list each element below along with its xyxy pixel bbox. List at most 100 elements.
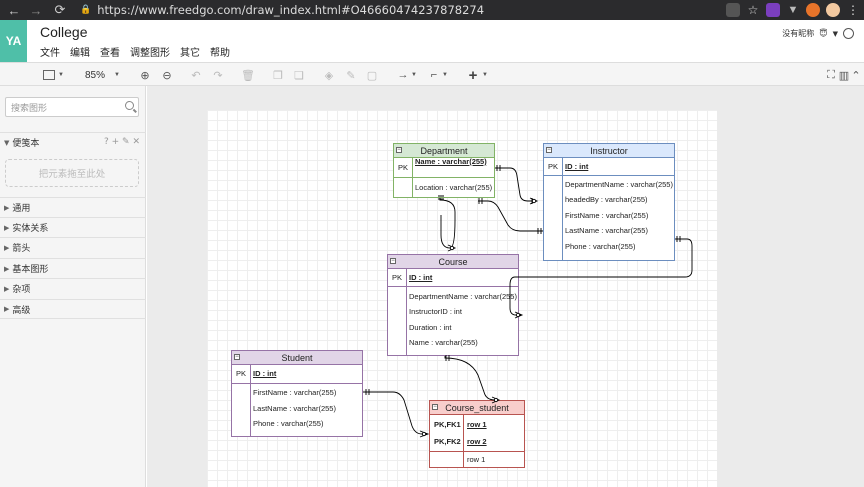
section-entity-relation[interactable]: ▶ 实体关系 — [0, 217, 146, 237]
table-row[interactable]: DepartmentName : varchar(255) — [544, 177, 674, 192]
table-row[interactable]: PK,FK1 row 1 — [430, 417, 524, 432]
browser-bar: ← → ⟳ 🔒 https://www.freedgo.com/draw_ind… — [0, 0, 864, 20]
table-row[interactable]: DepartmentName : varchar(255) — [388, 289, 518, 304]
table-row[interactable]: LastName : varchar(255) — [232, 401, 362, 416]
redo-icon[interactable]: ↷ — [213, 69, 223, 82]
toolbar: ▼ 85% ▼ ⊕ ⊖ ↶ ↷ 🗑 ❐ ❏ ◈ ✎ ▢ → ▼ ⌐ ▼ + ▼ … — [0, 62, 864, 86]
zoom-level[interactable]: 85% — [84, 69, 105, 81]
chevron-down-icon[interactable]: ▼ — [411, 72, 417, 78]
zoom-out-icon[interactable]: ⊖ — [162, 69, 172, 82]
menu-extras[interactable]: 其它 — [180, 48, 200, 59]
chevron-down-icon[interactable]: ▼ — [442, 72, 448, 78]
collapse-icon[interactable]: − — [234, 354, 240, 360]
collapse-icon[interactable]: ⌃ — [851, 69, 861, 82]
format-panel-icon[interactable] — [42, 67, 56, 83]
search-input[interactable]: 搜索图形 — [5, 97, 139, 117]
undo-icon[interactable]: ↶ — [191, 69, 201, 82]
collapse-icon[interactable]: − — [396, 147, 402, 153]
table-row[interactable]: Duration : int — [388, 320, 518, 335]
section-arrows[interactable]: ▶ 箭头 — [0, 237, 146, 257]
shadow-icon[interactable]: ▢ — [366, 69, 378, 82]
to-front-icon[interactable]: ❐ — [273, 69, 283, 82]
table-header[interactable]: − Department — [393, 143, 495, 158]
chevron-down-icon[interactable]: ▼ — [114, 72, 120, 78]
table-instructor[interactable]: − Instructor PK ID : int DepartmentName … — [543, 143, 675, 261]
section-advanced[interactable]: ▶ 高级 — [0, 299, 146, 319]
browser-menu-icon[interactable]: ⋮ — [847, 3, 859, 17]
chevron-down-icon[interactable]: ▼ — [482, 72, 488, 78]
to-back-icon[interactable]: ❏ — [294, 69, 304, 82]
table-row[interactable]: PK Name : varchar(255) — [394, 157, 494, 175]
globe-icon[interactable] — [843, 28, 854, 39]
table-row[interactable]: Location : varchar(255) — [394, 180, 494, 195]
menu-file[interactable]: 文件 — [40, 48, 60, 59]
table-title: Course_student — [445, 402, 509, 413]
reload-icon[interactable]: ⟳ — [54, 2, 66, 17]
table-row[interactable]: LastName : varchar(255) — [544, 223, 674, 238]
table-row[interactable]: headedBy : varchar(255) — [544, 192, 674, 207]
table-header[interactable]: − Student — [231, 350, 363, 365]
waypoints-icon[interactable]: ⌐ — [430, 69, 438, 81]
section-scratchpad[interactable]: ▼ 便笺本 ? + ✎ ✕ — [0, 132, 146, 152]
table-body: PK ID : int DepartmentName : varchar(255… — [387, 269, 519, 356]
extension-purple-icon[interactable] — [766, 3, 780, 17]
document-title[interactable]: College — [40, 24, 88, 40]
fill-color-icon[interactable]: ◈ — [324, 69, 334, 82]
address-bar[interactable]: 🔒 https://www.freedgo.com/draw_index.htm… — [80, 1, 700, 19]
table-row[interactable]: FirstName : varchar(255) — [232, 385, 362, 400]
row-divider — [232, 383, 362, 384]
field: row 1 — [467, 455, 486, 464]
scratchpad-dropzone[interactable]: 把元素拖至此处 — [5, 159, 139, 187]
extension-v-icon[interactable]: ▼ — [787, 4, 799, 16]
delete-icon[interactable]: 🗑 — [241, 69, 255, 82]
insert-plus-icon[interactable]: + — [468, 66, 478, 84]
section-basic-shapes[interactable]: ▶ 基本图形 — [0, 258, 146, 278]
table-course-student[interactable]: − Course_student PK,FK1 row 1 PK,FK2 row… — [429, 400, 525, 468]
table-title: Department — [420, 145, 468, 156]
key-label: PK,FK1 — [434, 420, 461, 429]
forward-icon[interactable]: → — [29, 2, 43, 18]
table-row[interactable]: Phone : varchar(255) — [544, 239, 674, 254]
table-header[interactable]: − Course — [387, 254, 519, 269]
menu-arrange[interactable]: 调整图形 — [130, 48, 170, 59]
section-misc[interactable]: ▶ 杂项 — [0, 278, 146, 298]
menu-help[interactable]: 帮助 — [210, 48, 230, 59]
line-color-icon[interactable]: ✎ — [346, 69, 356, 82]
fullscreen-icon[interactable]: ⛶ — [827, 68, 835, 81]
search-icon[interactable] — [125, 101, 134, 110]
collapse-icon[interactable]: − — [432, 404, 438, 410]
table-row[interactable]: PK ID : int — [232, 366, 362, 381]
table-row[interactable]: InstructorID : int — [388, 304, 518, 319]
back-icon[interactable]: ← — [7, 2, 21, 18]
table-department[interactable]: − Department PK Name : varchar(255) Loca… — [393, 143, 495, 198]
chevron-down-icon[interactable]: ▼ — [832, 29, 838, 38]
table-row[interactable]: PK ID : int — [388, 270, 518, 285]
bookmark-star-icon[interactable]: ☆ — [747, 3, 759, 17]
table-course[interactable]: − Course PK ID : int DepartmentName : va… — [387, 254, 519, 356]
table-row[interactable]: FirstName : varchar(255) — [544, 208, 674, 223]
extension-orange-icon[interactable] — [806, 3, 820, 17]
extension-icon[interactable] — [726, 3, 740, 17]
table-row[interactable]: row 1 — [430, 452, 524, 467]
menu-edit[interactable]: 编辑 — [70, 48, 90, 59]
table-row[interactable]: PK ID : int — [544, 159, 674, 174]
zoom-in-icon[interactable]: ⊕ — [140, 69, 150, 82]
key-label: PK — [548, 162, 559, 171]
table-student[interactable]: − Student PK ID : int FirstName : varcha… — [231, 350, 363, 437]
table-header[interactable]: − Course_student — [429, 400, 525, 415]
scratchpad-tools[interactable]: ? + ✎ ✕ — [104, 137, 140, 147]
section-label: 便笺本 — [12, 139, 40, 149]
section-general[interactable]: ▶ 通用 — [0, 197, 146, 217]
table-row[interactable]: Phone : varchar(255) — [232, 416, 362, 431]
chevron-down-icon[interactable]: ▼ — [58, 72, 64, 78]
format-toggle-icon[interactable]: ▥ — [838, 69, 850, 82]
collapse-icon[interactable]: − — [546, 147, 552, 153]
table-row[interactable]: PK,FK2 row 2 — [430, 434, 524, 449]
user-area[interactable]: 没有昵称 😇 ▼ — [782, 28, 854, 39]
table-header[interactable]: − Instructor — [543, 143, 675, 158]
collapse-icon[interactable]: − — [390, 258, 396, 264]
profile-avatar-icon[interactable] — [826, 3, 840, 17]
menu-view[interactable]: 查看 — [100, 48, 120, 59]
table-row[interactable]: Name : varchar(255) — [388, 335, 518, 350]
connection-arrow-icon[interactable]: → — [397, 69, 409, 81]
